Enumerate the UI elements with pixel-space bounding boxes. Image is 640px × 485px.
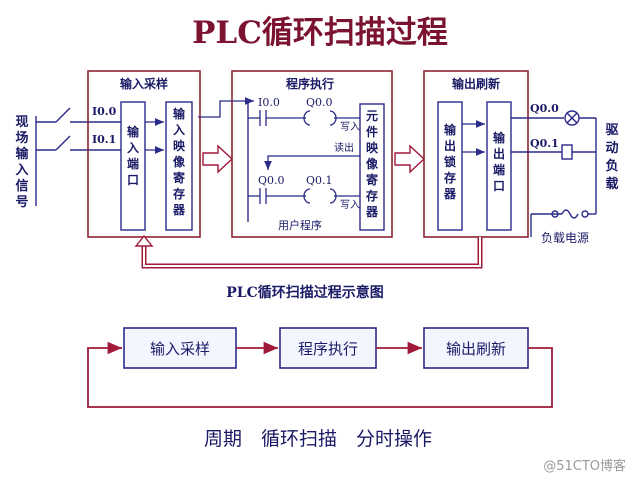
svg-text:端: 端 (493, 162, 505, 177)
field-input-label: 现 场 输 入 信 号 (15, 115, 29, 210)
cycle-flow: 输入采样 程序执行 输出刷新 (87, 327, 553, 408)
input-i00-label: I0.0 (92, 105, 117, 118)
input-image-register-label: 输 入 映 像 寄 存 器 (172, 106, 186, 217)
svg-text:器: 器 (172, 203, 186, 217)
svg-text:存: 存 (443, 170, 456, 185)
svg-text:元: 元 (366, 109, 378, 123)
user-program-label: 用户程序 (278, 218, 322, 232)
svg-text:负: 负 (605, 158, 618, 174)
output-terminal-label: 输 出 端 口 (493, 130, 506, 193)
svg-text:输: 输 (493, 130, 506, 145)
input-image-register-box (165, 101, 193, 231)
field-input-char: 号 (15, 195, 28, 210)
output-wiring (511, 110, 597, 237)
rung-1 (248, 110, 360, 126)
terminal-to-register-arrows (145, 118, 164, 154)
power-terminal-left (551, 210, 559, 218)
svg-text:锁: 锁 (444, 154, 456, 169)
relay-coil-icon (561, 144, 573, 160)
element-image-register-label: 元 件 映 像 寄 存 器 (365, 109, 379, 219)
svg-text:输: 输 (444, 122, 457, 137)
svg-text:端: 端 (127, 156, 139, 171)
element-image-register-box (359, 103, 385, 231)
field-input-char: 场 (15, 131, 28, 146)
rung2-coil-label: Q0.1 (306, 174, 333, 187)
input-sampling-block: 输入采样 I0.0 I0.1 输 入 端 口 输 入 映 像 寄 存 器 (87, 70, 201, 238)
svg-text:映: 映 (366, 140, 379, 155)
write-in-label-1: 写入 (340, 121, 360, 133)
cycle-step-program-execution (279, 327, 377, 369)
output-q01-label: Q0.1 (530, 137, 559, 150)
svg-text:件: 件 (366, 124, 378, 139)
svg-text:像: 像 (173, 154, 186, 169)
svg-text:寄: 寄 (366, 172, 378, 187)
svg-text:口: 口 (493, 179, 505, 193)
field-input-char: 入 (15, 163, 28, 178)
svg-text:输: 输 (127, 124, 140, 139)
program-execution-heading: 程序执行 (286, 76, 334, 91)
cycle-step-output-refresh (423, 327, 529, 369)
svg-text:入: 入 (127, 141, 139, 155)
rung1-coil-label: Q0.0 (306, 96, 333, 109)
cycle-caption: 周期 循环扫描 分时操作 (204, 428, 432, 450)
scan-feedback-loop (134, 234, 483, 269)
svg-text:输: 输 (173, 106, 186, 121)
svg-text:出: 出 (493, 146, 505, 161)
svg-text:载: 载 (605, 176, 618, 192)
block-arrow-1 (202, 144, 234, 174)
watermark: @51CTO博客 (543, 458, 626, 474)
svg-text:映: 映 (173, 138, 186, 153)
input-i01-label: I0.1 (92, 133, 116, 146)
diagram-caption: PLC循环扫描过程示意图 (226, 284, 384, 301)
field-input-char: 现 (15, 115, 28, 130)
rung-2 (248, 188, 360, 204)
field-input-char: 信 (15, 178, 28, 194)
svg-text:寄: 寄 (173, 170, 185, 185)
power-terminal-right (581, 210, 589, 218)
output-refresh-block: 输出刷新 输 出 锁 存 器 输 出 端 口 Q0.0 Q0.1 (423, 70, 559, 238)
latch-to-terminal-arrows (462, 120, 485, 156)
input-terminal-box (120, 101, 146, 231)
cycle-step-label: 输入采样 (150, 340, 210, 358)
svg-text:存: 存 (172, 186, 185, 201)
svg-text:器: 器 (365, 205, 379, 219)
block-arrow-2 (394, 144, 426, 174)
cycle-step-input-sampling (123, 327, 237, 369)
output-latch-label: 输 出 锁 存 器 (443, 122, 457, 201)
output-latch-box (437, 101, 463, 231)
load-power-label: 负载电源 (541, 231, 589, 245)
svg-text:入: 入 (173, 123, 185, 137)
input-sampling-heading: 输入采样 (120, 76, 168, 91)
svg-text:像: 像 (366, 156, 379, 171)
svg-text:出: 出 (444, 138, 456, 153)
cycle-return-arrow (87, 341, 553, 408)
rung2-contact-label: Q0.0 (258, 174, 285, 187)
svg-text:驱: 驱 (605, 123, 618, 138)
read-out-label: 读出 (334, 141, 354, 154)
svg-text:口: 口 (127, 173, 139, 187)
svg-text:存: 存 (365, 188, 378, 203)
input-terminal-label: 输 入 端 口 (127, 124, 140, 187)
page-title: PLC循环扫描过程 (192, 15, 448, 51)
drive-load-label: 驱 动 负 载 (605, 123, 618, 192)
svg-text:动: 动 (605, 141, 618, 156)
field-switches (35, 107, 122, 206)
output-q00-label: Q0.0 (530, 102, 559, 115)
write-in-label-2: 写入 (340, 199, 360, 211)
rung1-contact-label: I0.0 (258, 96, 280, 109)
cycle-step-label: 程序执行 (298, 340, 358, 358)
program-execution-block: 程序执行 I0.0 Q0.0 写入 读出 (198, 70, 393, 238)
output-terminal-box (486, 101, 512, 231)
field-input-char: 输 (15, 146, 29, 162)
output-refresh-heading: 输出刷新 (452, 76, 500, 91)
svg-text:器: 器 (443, 187, 457, 201)
cycle-step-label: 输出刷新 (446, 340, 506, 358)
ac-source-icon (561, 209, 579, 219)
